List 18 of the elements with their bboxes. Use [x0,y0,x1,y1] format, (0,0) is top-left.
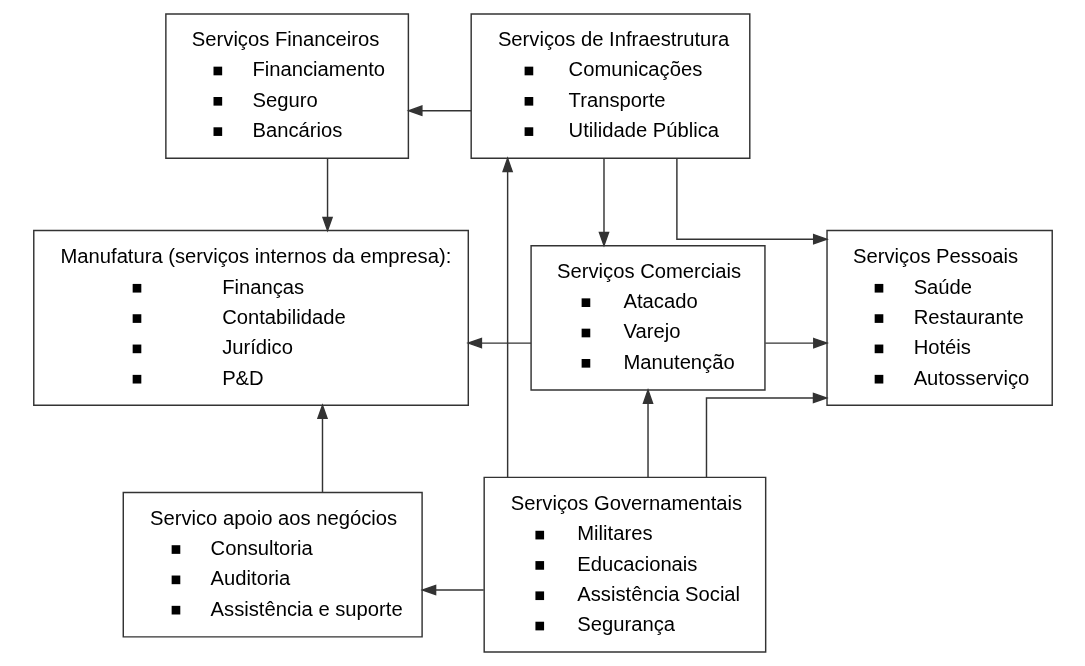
node-box: Serviços de Infraestrutura Comunicações Transporte Utilidade Pública [469,13,750,160]
node-box: Serviços Comerciais Atacado Varejo Manutenção [529,244,766,391]
arrow [321,158,333,233]
node-box: Serviços Pessoais Saúde Restaurante Hotéis Autosserviço [825,229,1053,406]
node-box: Servico apoio aos negócios Consultoria Auditoria Assistência e suporte [122,491,423,638]
arrow [419,584,484,596]
arrow [675,157,829,245]
arrow [641,388,654,478]
arrow [465,337,532,349]
node-box: Manufatura (serviços internos da empresa): Finanças Contabilidade Jurídico P&D [32,229,469,406]
arrow [316,403,328,493]
arrow [705,392,829,478]
arrow [501,156,513,478]
arrow [406,105,472,117]
node-box: Serviços Governamentais Militares Educacionais Assistência Social Segurança [482,476,766,653]
arrow [597,158,610,248]
arrow [764,337,829,349]
node-box: Serviços Financeiros Financiamento Seguro Bancários [164,13,409,160]
